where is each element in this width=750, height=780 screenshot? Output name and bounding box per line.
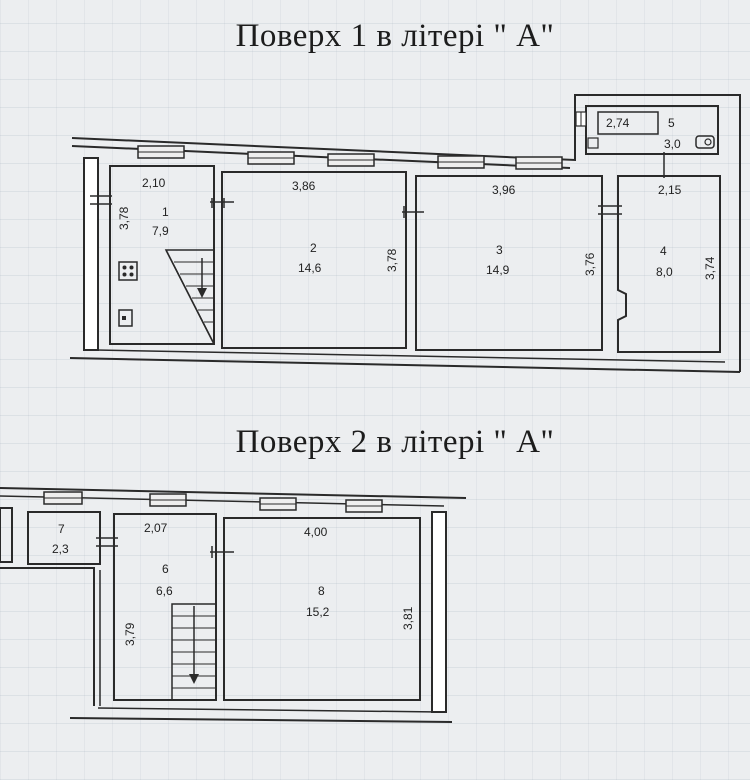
floor-1-plan: 2,10 3,78 1 7,9 3,86 3,78 2 14,6 3,96 3,… xyxy=(69,94,741,373)
sink-icon xyxy=(118,309,133,327)
room-7-number: 7 xyxy=(58,522,65,536)
room-2-number: 2 xyxy=(310,241,317,255)
room-3-width: 3,96 xyxy=(492,183,516,197)
room-8-height: 3,81 xyxy=(401,606,415,630)
room-2-width: 3,86 xyxy=(292,179,316,193)
room-3-area: 14,9 xyxy=(486,263,510,277)
room-2: 3,86 3,78 2 14,6 xyxy=(210,171,407,349)
room-2-area: 14,6 xyxy=(298,261,322,275)
room-3: 3,96 3,76 3 14,9 xyxy=(402,175,603,351)
room-3-number: 3 xyxy=(496,243,503,257)
room-1-area: 7,9 xyxy=(152,224,169,238)
room-5: 2,74 5 3,0 xyxy=(575,105,719,178)
floor-2-plan: 7 2,3 2,07 3,79 6 6,6 xyxy=(0,487,467,723)
room-8-number: 8 xyxy=(318,584,325,598)
room-6: 2,07 3,79 6 6,6 xyxy=(113,513,234,701)
room-4-number: 4 xyxy=(660,244,667,258)
room-1-width: 2,10 xyxy=(142,176,166,190)
room-6-number: 6 xyxy=(162,562,169,576)
room-6-height: 3,79 xyxy=(123,622,137,646)
room-1-number: 1 xyxy=(162,205,169,219)
room-3-height: 3,76 xyxy=(583,252,597,276)
stove-icon xyxy=(118,261,138,281)
room-8-area: 15,2 xyxy=(306,605,330,619)
room-5-number: 5 xyxy=(668,116,675,130)
room-7-area: 2,3 xyxy=(52,542,69,556)
floor-1-title: Поверх 1 в літері " А" xyxy=(235,18,555,54)
room-4-width: 2,15 xyxy=(658,183,682,197)
room-1-height: 3,78 xyxy=(117,206,131,230)
floor-2-title: Поверх 2 в літері " А" xyxy=(235,424,555,460)
room-8: 4,00 3,81 8 15,2 xyxy=(223,517,421,701)
room-4: 2,15 3,74 4 8,0 xyxy=(598,175,721,353)
room-4-area: 8,0 xyxy=(656,265,673,279)
room-5-width: 2,74 xyxy=(606,116,630,130)
toilet-icon xyxy=(695,135,715,149)
room-1: 2,10 3,78 1 7,9 xyxy=(90,165,215,345)
room-5-area: 3,0 xyxy=(664,137,681,151)
room-8-width: 4,00 xyxy=(304,525,328,539)
room-7: 7 2,3 xyxy=(27,511,118,565)
room-6-area: 6,6 xyxy=(156,584,173,598)
room-6-width: 2,07 xyxy=(144,521,168,535)
room-4-height: 3,74 xyxy=(703,256,717,280)
room-2-height: 3,78 xyxy=(385,248,399,272)
